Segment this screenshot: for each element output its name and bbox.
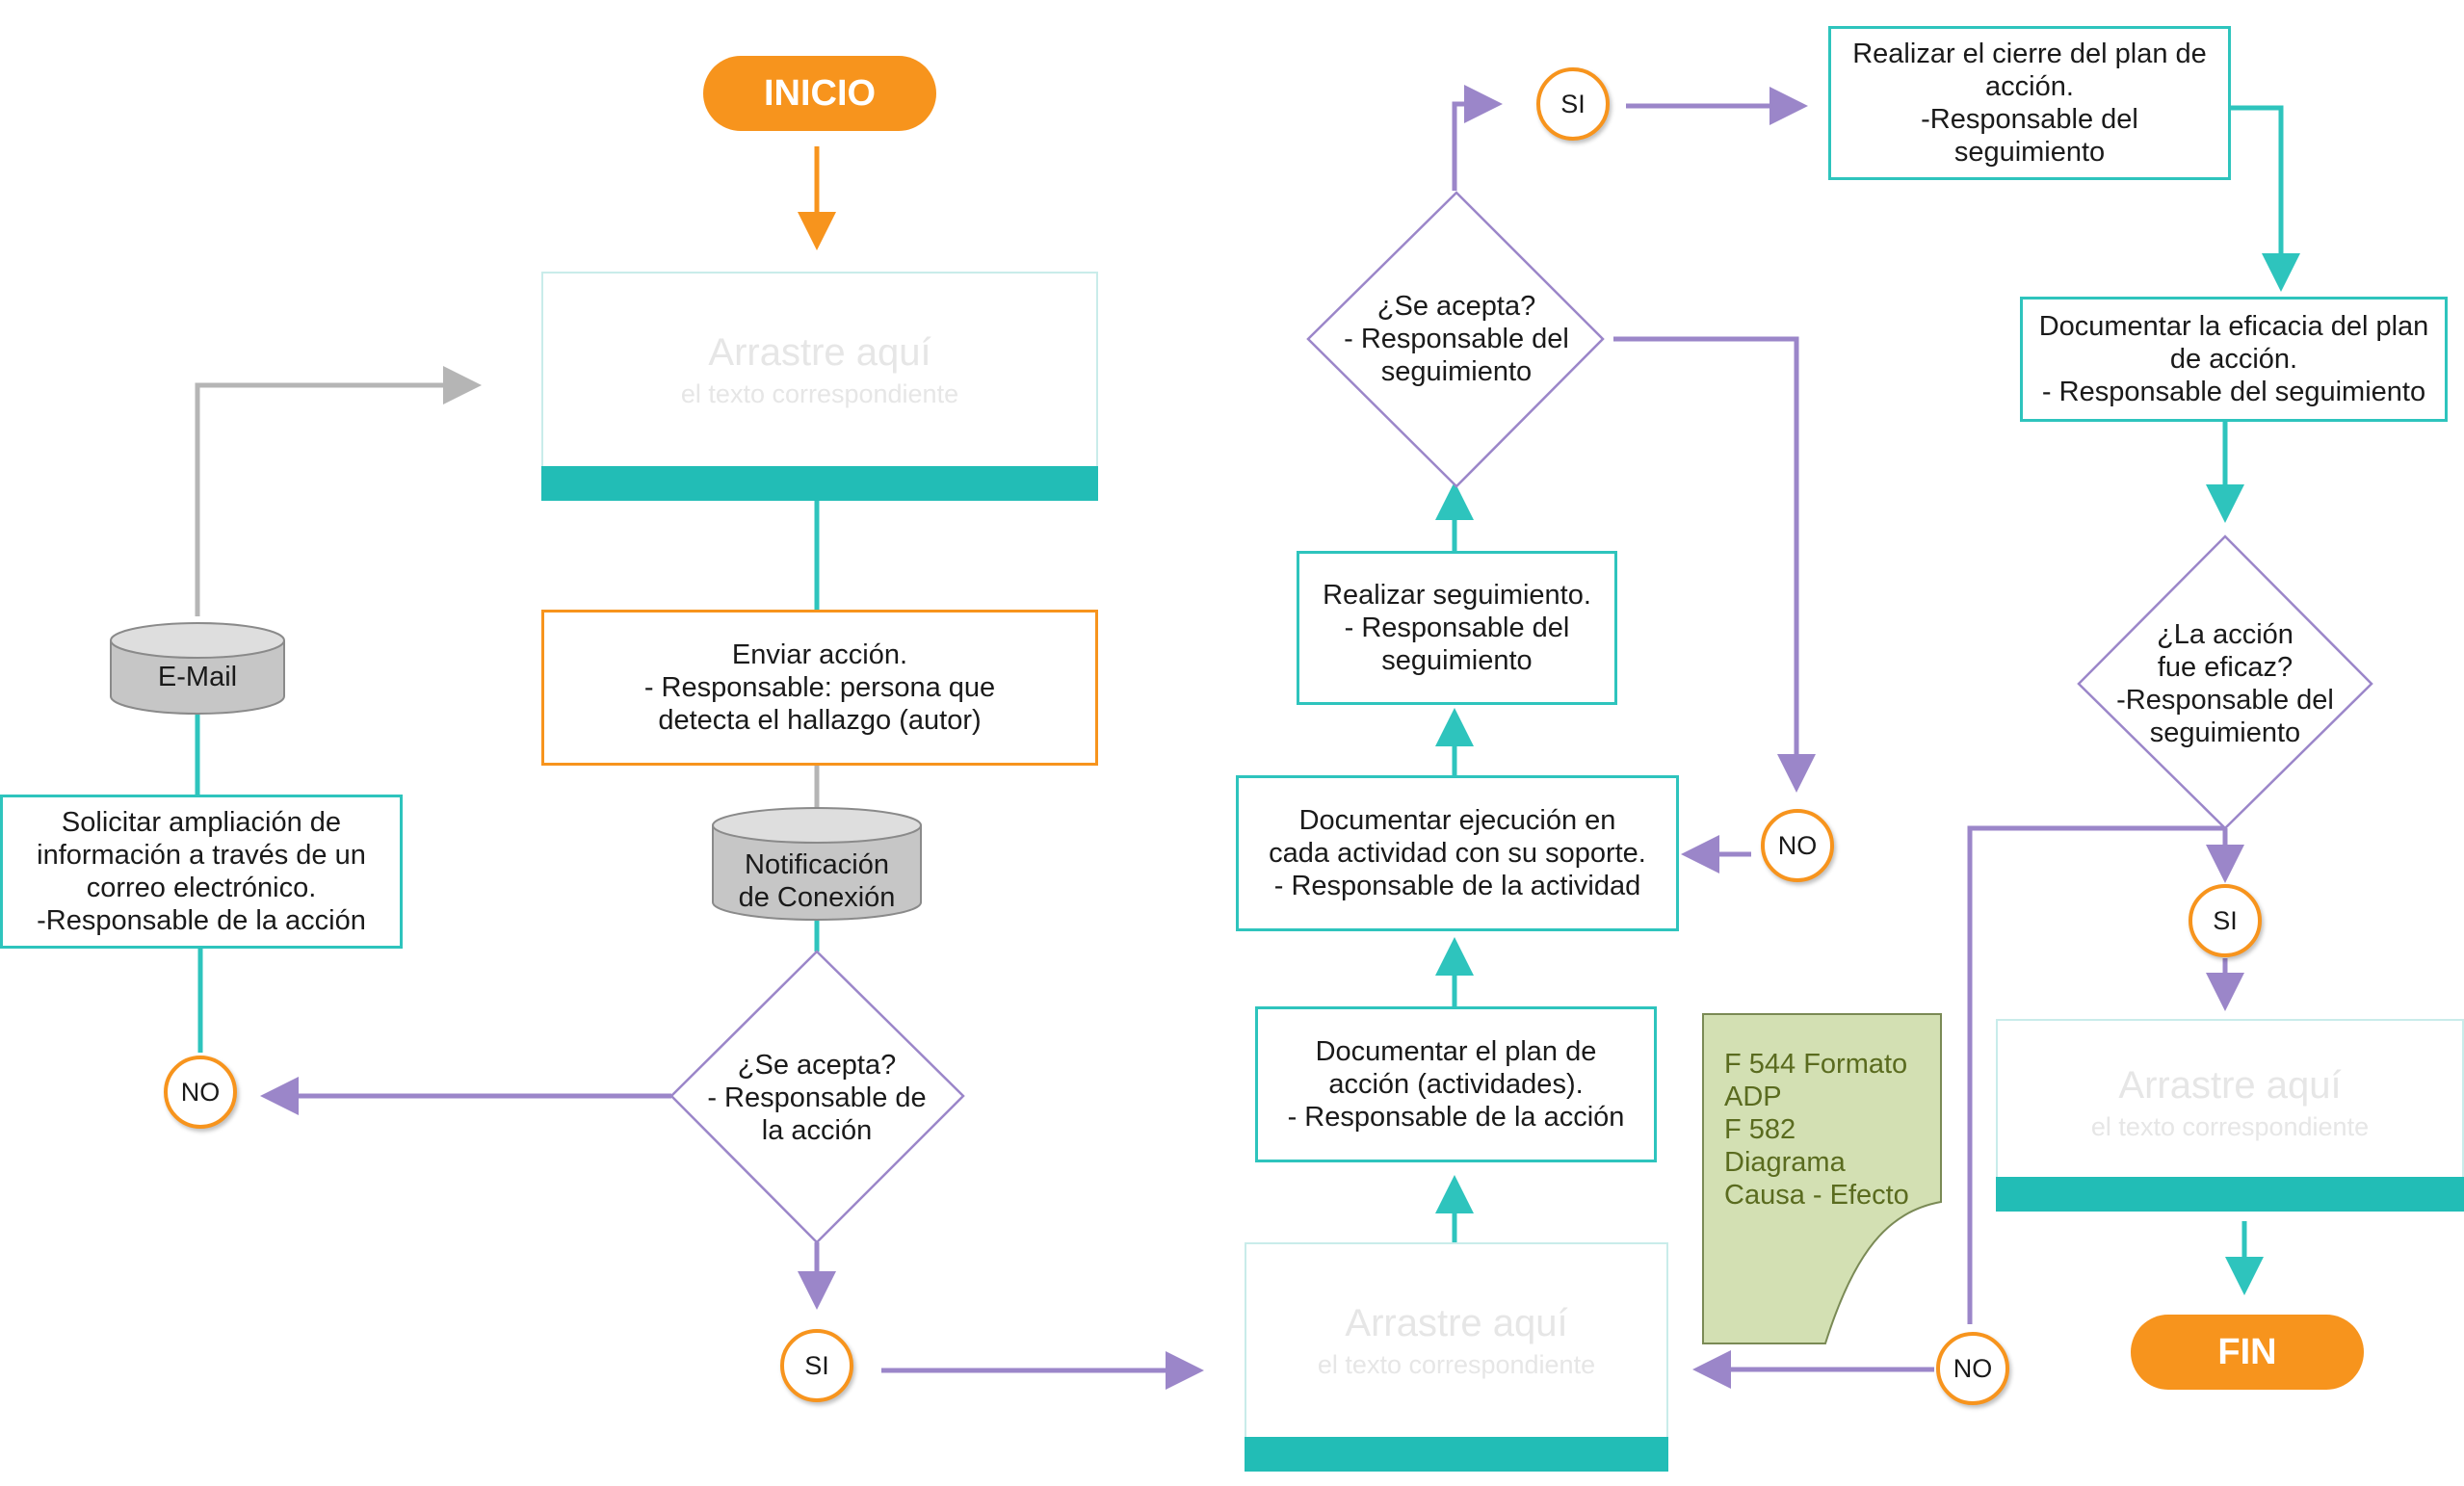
step-enviar-accion: Enviar acción. - Responsable: persona qu… [541, 610, 1098, 766]
step-documentar-plan-text: Documentar el plan de acción (actividade… [1287, 1036, 1625, 1133]
end-terminal: FIN [2131, 1315, 2364, 1390]
decision-acepta-seguimiento-shape [1306, 191, 1605, 488]
answer-si-bottom: SI [780, 1329, 853, 1402]
decision-acepta-accion-text: ¿Se acepta? - Responsable de la acción [707, 1050, 927, 1146]
document-formats: F 544 Formato ADP F 582 Diagrama Causa -… [1724, 1049, 1909, 1211]
answer-no-bottom-right: NO [1936, 1332, 2009, 1405]
arrow-diamond2-to-si [1452, 85, 1503, 191]
step-solicitar-ampliacion: Solicitar ampliación de información a tr… [0, 795, 403, 949]
drop-zone-title: Arrastre aquí [708, 331, 931, 374]
answer-si-label: SI [1560, 89, 1586, 118]
decision-eficaz-text: ¿La acción fue eficaz? -Responsable del … [2116, 619, 2334, 748]
answer-si-right: SI [2189, 884, 2262, 957]
answer-no-label: NO [180, 1077, 221, 1107]
decision-acepta-seguimiento-text: ¿Se acepta? - Responsable del seguimient… [1344, 291, 1569, 387]
drop-zone-1[interactable]: Arrastre aquí el texto correspondiente [541, 272, 1098, 501]
datastore-email: E-Mail [111, 653, 284, 701]
step-documentar-plan: Documentar el plan de acción (actividade… [1255, 1006, 1657, 1162]
notificacion-datastore-shape [712, 807, 922, 921]
answer-si-label: SI [2213, 905, 2238, 935]
step-realizar-cierre-text: Realizar el cierre del plan de acción. -… [1852, 39, 2207, 168]
drop-zone-bar [1996, 1177, 2464, 1212]
answer-no-label: NO [1777, 830, 1818, 860]
drop-zone-bar [541, 466, 1098, 501]
document-shape [1702, 1013, 1942, 1344]
answer-si-top: SI [1536, 67, 1610, 141]
decision-eficaz: ¿La acción fue eficaz? -Responsable del … [2100, 597, 2350, 770]
start-terminal: INICIO [703, 56, 936, 131]
drop-zone-3[interactable]: Arrastre aquí el texto correspondiente [1996, 1019, 2464, 1212]
email-datastore-shape [110, 622, 285, 715]
step-documentar-eficacia-text: Documentar la eficacia del plan de acció… [2038, 311, 2429, 407]
step-solicitar-ampliacion-text: Solicitar ampliación de información a tr… [37, 807, 366, 936]
drop-zone-subtitle: el texto correspondiente [680, 379, 959, 408]
drop-zone-subtitle: el texto correspondiente [2090, 1112, 2370, 1141]
decision-acepta-accion: ¿Se acepta? - Responsable de la acción [694, 1021, 940, 1175]
step-documentar-eficacia: Documentar la eficacia del plan de acció… [2020, 297, 2448, 422]
datastore-email-label: E-Mail [157, 662, 238, 692]
arrow-cierre-to-eficacia-line [2230, 105, 2300, 292]
step-realizar-seguimiento: Realizar seguimiento. - Responsable del … [1297, 551, 1617, 705]
step-realizar-cierre: Realizar el cierre del plan de acción. -… [1828, 26, 2231, 180]
decision-acepta-accion-shape [669, 950, 965, 1244]
datastore-notificacion: Notificación de Conexión [713, 843, 921, 920]
drop-zone-subtitle: el texto correspondiente [1317, 1350, 1596, 1379]
end-label: FIN [2217, 1331, 2277, 1372]
decision-acepta-seguimiento: ¿Se acepta? - Responsable del seguimient… [1329, 262, 1584, 416]
arrow-email-to-box [195, 366, 482, 616]
step-documentar-ejecucion-text: Documentar ejecución en cada actividad c… [1269, 805, 1646, 901]
answer-no-middle: NO [1761, 809, 1834, 882]
answer-si-label: SI [804, 1350, 829, 1380]
drop-zone-title: Arrastre aquí [1345, 1302, 1568, 1344]
datastore-notificacion-label: Notificación de Conexión [738, 849, 896, 913]
arrow-diamond2-to-no [1613, 336, 1816, 793]
step-enviar-accion-text: Enviar acción. - Responsable: persona qu… [643, 639, 996, 736]
arrow-diamond3-to-no [1967, 825, 2225, 1324]
start-label: INICIO [763, 72, 877, 114]
drop-zone-2[interactable]: Arrastre aquí el texto correspondiente [1245, 1242, 1668, 1472]
answer-no-left: NO [164, 1056, 237, 1129]
decision-eficaz-shape [2077, 534, 2373, 830]
answer-no-label: NO [1953, 1353, 1993, 1383]
drop-zone-title: Arrastre aquí [2118, 1064, 2342, 1107]
step-realizar-seguimiento-text: Realizar seguimiento. - Responsable del … [1323, 580, 1591, 676]
drop-zone-bar [1245, 1437, 1668, 1472]
step-documentar-ejecucion: Documentar ejecución en cada actividad c… [1236, 775, 1679, 931]
